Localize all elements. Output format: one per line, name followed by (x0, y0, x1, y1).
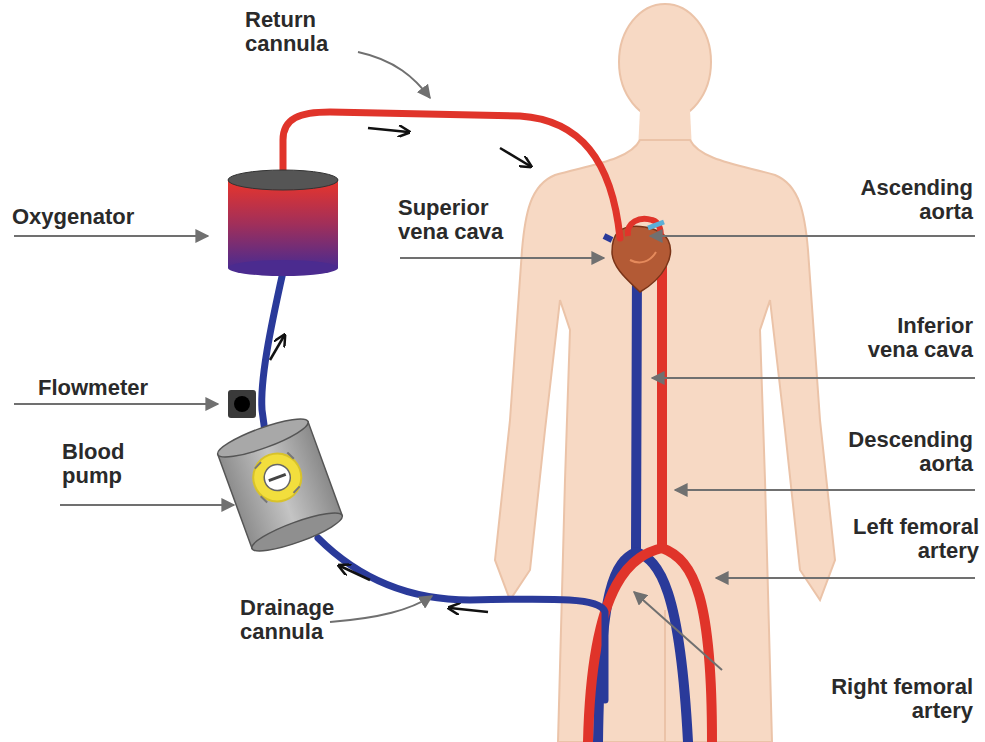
superior-vena-cava-label: Superior vena cava (398, 196, 516, 244)
body-silhouette (495, 4, 835, 742)
blood-pump-label: Blood pump (62, 440, 152, 488)
descending-aorta-label: Descending aorta (823, 428, 973, 476)
flowmeter-label: Flowmeter (38, 376, 208, 400)
ascending-aorta-label: Ascending aorta (848, 176, 973, 224)
leader-lines (14, 52, 975, 670)
drainage-cannula-label: Drainage cannula (240, 596, 355, 644)
heart (604, 219, 670, 292)
return-cannula-label: Return cannula (245, 8, 355, 56)
right-femoral-artery-label: Right femoral artery (798, 675, 973, 723)
blood-pump (214, 412, 345, 558)
flowmeter (228, 390, 256, 418)
left-femoral-artery-label: Left femoral artery (804, 515, 979, 563)
inferior-vena-cava-label: Inferior vena cava (855, 314, 973, 362)
oxygenator (228, 170, 338, 276)
oxygenator-label: Oxygenator (12, 205, 192, 229)
